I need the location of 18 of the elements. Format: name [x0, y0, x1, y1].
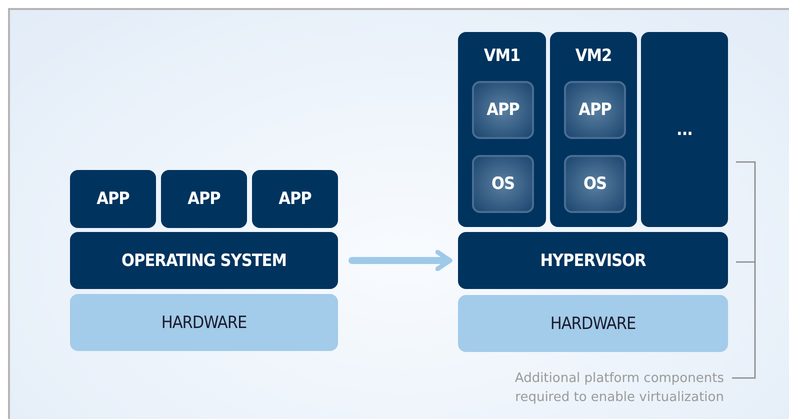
os-box: OS	[564, 155, 626, 213]
vm-heading: VM1	[484, 46, 520, 66]
app-box: APP	[252, 170, 338, 228]
app-box: APP	[70, 170, 156, 228]
hardware-layer: HARDWARE	[70, 294, 338, 351]
more-column: ...	[641, 32, 728, 227]
app-box: APP	[472, 81, 534, 139]
arrow	[348, 250, 452, 272]
vm-heading: VM2	[575, 46, 612, 66]
vm-column	[458, 32, 546, 227]
app-box: APP	[161, 170, 247, 228]
os-layer: OPERATING SYSTEM	[70, 232, 338, 289]
hardware-layer: HARDWARE	[458, 295, 728, 352]
os-box: OS	[472, 155, 534, 213]
note-text: Additional platform components required to enable virtualization	[514, 370, 724, 407]
hypervisor-layer: HYPERVISOR	[458, 232, 728, 289]
vm-column	[550, 32, 637, 227]
app-box: APP	[564, 81, 626, 139]
